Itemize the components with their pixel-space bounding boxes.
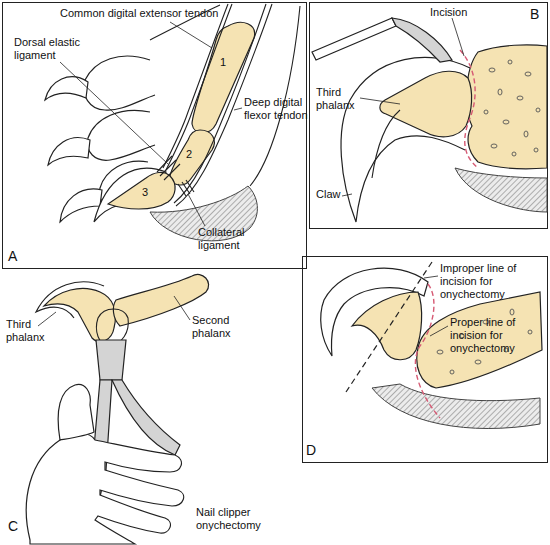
clipper-drawing: [26, 433, 183, 544]
paw-digit-drawing: [48, 138, 90, 165]
clipper-drawing: [44, 288, 115, 341]
part-label: Third phalanx: [316, 86, 366, 112]
clipper-drawing: [26, 274, 208, 544]
part-label: Dorsal elastic ligament: [14, 36, 94, 62]
paw-digit-drawing: [178, 180, 194, 196]
incision-drawing: [392, 18, 452, 62]
part-label: Second phalanx: [192, 314, 252, 340]
clipper-drawing: [38, 312, 56, 326]
incision-line-drawing: [372, 384, 540, 429]
paw-digit-drawing: [234, 108, 242, 110]
incision-drawing: [312, 18, 547, 222]
part-label: Incision: [430, 6, 500, 19]
clipper-drawing: [58, 384, 94, 440]
clipper-drawing: [112, 380, 180, 455]
paw-digit-drawing: [188, 194, 205, 226]
incision-line-drawing: [352, 292, 422, 360]
incision-line-drawing: [346, 262, 432, 392]
cancellous-bone-dots: [437, 350, 443, 354]
cancellous-bone-dots: [489, 68, 495, 72]
incision-drawing: [452, 18, 464, 56]
panel-letter: D: [306, 442, 326, 459]
cancellous-bone-dots: [498, 89, 502, 95]
part-label: Collateral ligament: [198, 226, 278, 252]
cancellous-bone-dots: [534, 148, 538, 152]
incision-line-drawing: [415, 284, 440, 418]
part-label: Proper line of incision for onychectomy: [450, 316, 544, 355]
cancellous-bone-dots: [517, 96, 523, 100]
callout-number: 3: [142, 186, 156, 199]
cancellous-bone-dots: [528, 330, 532, 334]
cancellous-bone-dots: [536, 108, 540, 112]
cancellous-bone-dots: [484, 60, 540, 156]
incision-drawing: [467, 45, 547, 169]
paw-digit-drawing: [45, 4, 300, 241]
paw-digit-drawing: [166, 4, 232, 170]
cancellous-bone-dots: [508, 60, 512, 64]
paw-digit-drawing: [108, 172, 175, 209]
cancellous-bone-dots: [491, 144, 497, 148]
panel-letter: C: [8, 518, 28, 535]
incision-line-drawing: [430, 326, 448, 336]
panel-letter: B: [530, 6, 546, 23]
paw-digit-drawing: [170, 22, 212, 48]
cancellous-bone-dots: [524, 131, 528, 137]
cancellous-bone-dots: [525, 72, 531, 76]
paw-digit-drawing: [45, 77, 88, 100]
incision-drawing: [342, 194, 352, 196]
paw-digit-drawing: [87, 110, 155, 160]
cancellous-bone-dots: [450, 370, 454, 374]
part-label: Common digital extensor tendon: [60, 7, 250, 20]
clipper-drawing: [174, 296, 190, 320]
panel-frame: [310, 3, 548, 229]
part-label: Improper line of incision for onychectom…: [440, 262, 544, 301]
part-label: Deep digital flexor tendon: [244, 96, 308, 122]
incision-drawing: [380, 71, 472, 137]
paw-digit-drawing: [84, 56, 155, 110]
paw-digit-drawing: [170, 130, 214, 185]
panel-frame: [3, 3, 307, 269]
incision-line-drawing: [424, 276, 438, 278]
cancellous-bone-dots: [503, 120, 509, 124]
cancellous-bone-dots: [512, 152, 516, 156]
paw-digit-drawing: [60, 62, 168, 164]
paw-digit-drawing: [163, 4, 228, 168]
incision-drawing: [312, 18, 396, 60]
cancellous-bone-dots: [484, 110, 488, 114]
panel-frame: [3, 3, 548, 463]
panel-letter: A: [8, 248, 28, 265]
incision-drawing: [360, 98, 400, 104]
incision-drawing: [455, 168, 547, 212]
callout-number: 1: [220, 56, 234, 69]
panel-frame: [303, 257, 548, 463]
part-label: Claw: [316, 188, 356, 201]
cancellous-bone-dots: [475, 360, 481, 364]
part-label: Third phalanx: [6, 318, 56, 344]
paw-digit-drawing: [157, 156, 180, 180]
clipper-drawing: [96, 340, 126, 380]
incision-drawing: [372, 110, 400, 178]
cancellous-bone-dots: [510, 309, 514, 315]
incision-drawing: [460, 50, 478, 168]
part-label: Nail clipper onychectomy: [196, 506, 306, 532]
callout-number: 2: [186, 148, 200, 161]
